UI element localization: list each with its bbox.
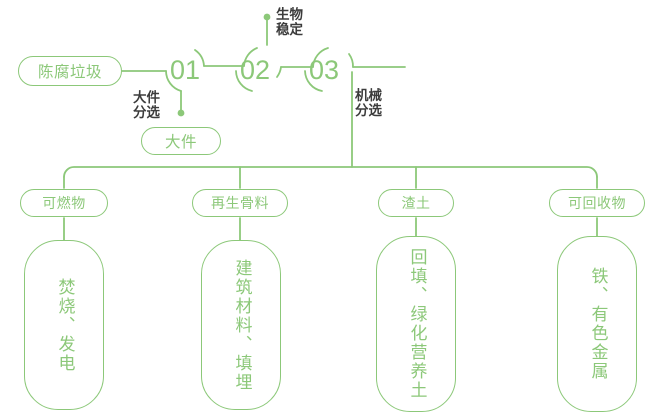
annotation-stage1-line1: 大件 xyxy=(133,90,160,105)
outcome-box-construction[interactable]: 建筑材料、填埋 xyxy=(201,240,281,410)
endpoint-dot-dalian xyxy=(177,109,185,117)
outcome-box-metals-text: 铁、有色金属 xyxy=(588,267,608,381)
distribution-bus xyxy=(63,166,598,178)
stage-number-03: 03 xyxy=(309,55,340,85)
branch-pill-kehuishouwu[interactable]: 可回收物 xyxy=(549,189,645,217)
annotation-stage2-line2: 稳定 xyxy=(276,22,303,38)
stage-number-02: 02 xyxy=(240,55,271,85)
outcome-box-construction-text: 建筑材料、填埋 xyxy=(232,258,252,392)
endpoint-dot-shengwu xyxy=(263,13,271,21)
branch-pill-zaishengguliao[interactable]: 再生骨料 xyxy=(192,189,288,217)
arc-stage2-right xyxy=(276,66,282,78)
arc-stage3-right xyxy=(348,53,354,68)
annotation-stage2-line1: 生物 xyxy=(276,7,303,22)
annotation-stage3-line1: 机械 xyxy=(355,88,382,103)
outcome-box-backfill[interactable]: 回填、绿化营养土 xyxy=(376,236,456,412)
outcome-box-incineration-text: 焚烧、发电 xyxy=(55,277,75,373)
annotation-stage3-line2: 分选 xyxy=(355,103,382,119)
annotation-stage1-line2: 分选 xyxy=(133,105,160,121)
annotation-stage2: 生物 稳定 xyxy=(276,7,303,37)
stage-number-01: 01 xyxy=(170,55,201,85)
outcome-box-incineration[interactable]: 焚烧、发电 xyxy=(24,240,104,410)
outcome-box-metals[interactable]: 铁、有色金属 xyxy=(557,236,637,412)
arc-stage2-bottom xyxy=(235,70,253,92)
arc-stage1-bottom xyxy=(165,70,182,92)
output-pill-dalian[interactable]: 大件 xyxy=(141,127,221,155)
branch-pill-kerunwu[interactable]: 可燃物 xyxy=(20,189,108,217)
annotation-stage3: 机械 分选 xyxy=(355,88,382,118)
source-pill[interactable]: 陈腐垃圾 xyxy=(18,56,122,86)
branch-pill-zhatu[interactable]: 渣土 xyxy=(378,189,454,217)
arc-stage3-bottom xyxy=(304,70,323,92)
arc-stage3-topleft xyxy=(312,47,329,68)
annotation-stage1: 大件 分选 xyxy=(133,90,160,120)
outcome-box-backfill-text: 回填、绿化营养土 xyxy=(407,248,427,400)
arc-stage2-topleft xyxy=(243,47,258,67)
